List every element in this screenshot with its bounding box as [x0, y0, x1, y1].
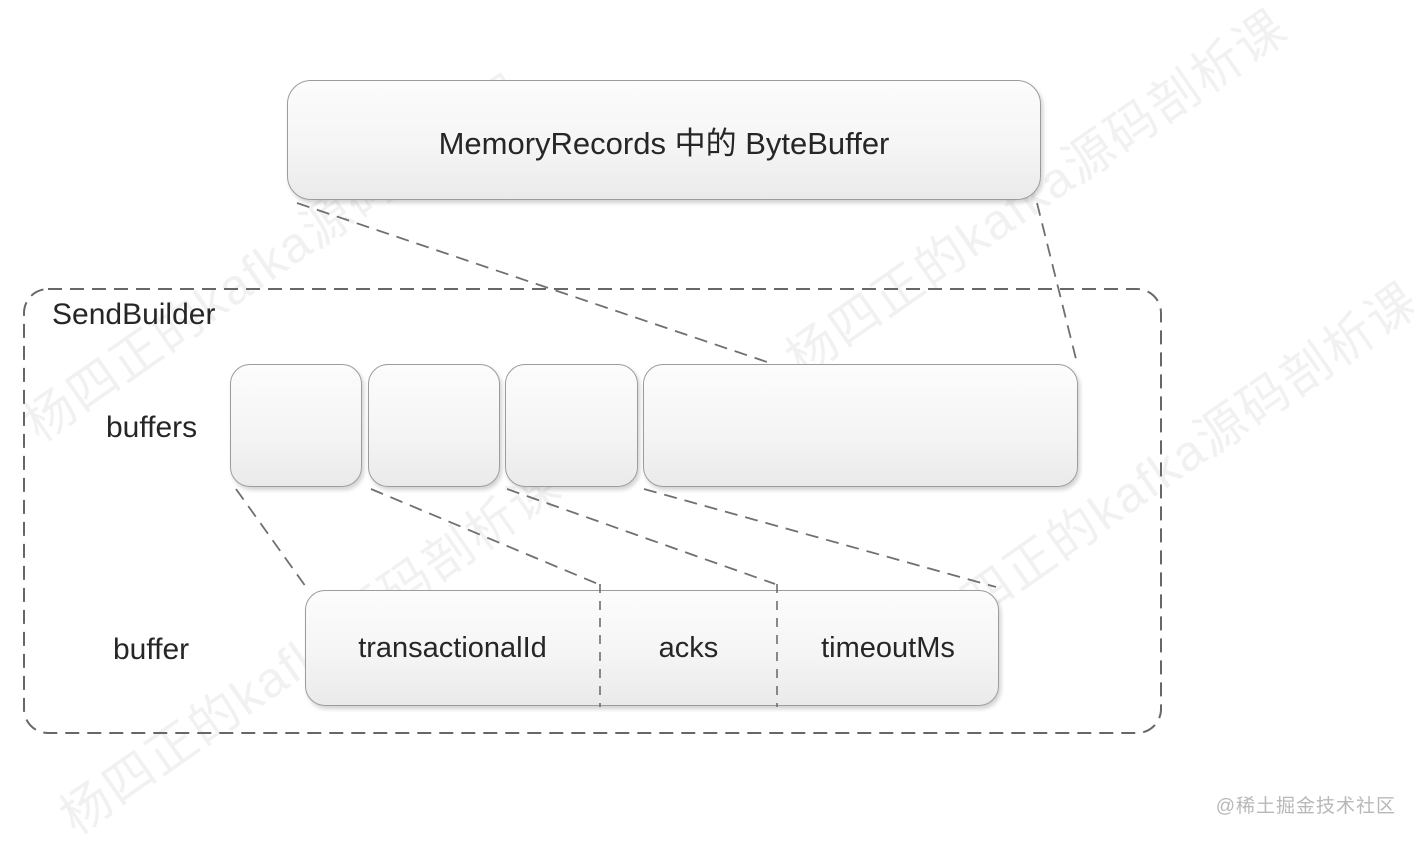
buffer-segment-transactionalid: transactionalId	[358, 631, 547, 664]
buffers-slot-3	[505, 364, 638, 487]
buffer-field-label: buffer	[113, 633, 190, 666]
buffers-field-label: buffers	[106, 411, 198, 444]
buffer-segment-timeoutms: timeoutMs	[821, 631, 955, 664]
sendbuilder-title: SendBuilder	[52, 298, 216, 331]
memoryrecords-bytebuffer-box: MemoryRecords 中的 ByteBuffer	[287, 80, 1041, 200]
connector-line-topbox-to-slot4-right	[1036, 202, 1078, 364]
connector-line-topbox-to-slot4-left	[296, 202, 771, 364]
connector-line-slot1-to-buffer-left	[235, 488, 307, 588]
connector-line-slot4-to-buffer-right	[643, 488, 997, 588]
credit-text: @稀土掘金技术社区	[1215, 796, 1396, 817]
connector-line-slot3-to-divider2	[506, 488, 776, 585]
buffers-slot-2	[368, 364, 500, 487]
memoryrecords-bytebuffer-label: MemoryRecords 中的 ByteBuffer	[438, 125, 890, 161]
buffers-slot-1	[230, 364, 362, 487]
buffer-segment-acks: acks	[658, 631, 719, 664]
connector-line-slot2-to-divider1	[370, 488, 599, 585]
buffers-slot-4-bytebuffer	[643, 364, 1078, 487]
